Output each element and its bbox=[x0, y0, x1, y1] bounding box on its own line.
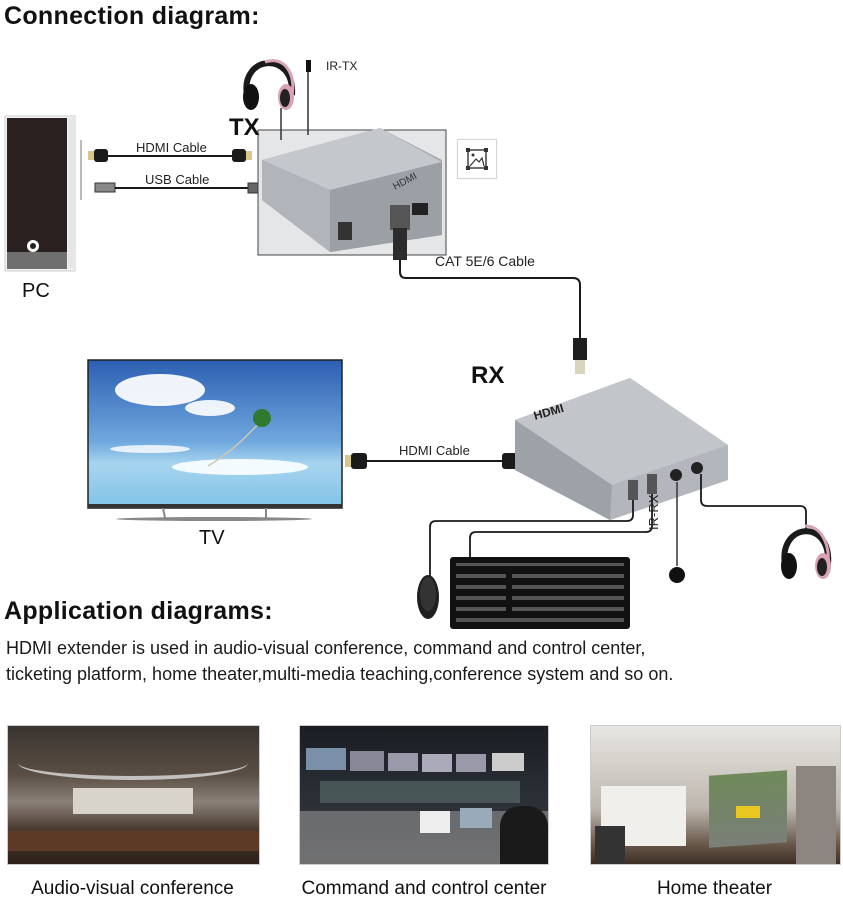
pc-tower bbox=[4, 115, 82, 272]
hdmi-cable-bottom-label: HDMI Cable bbox=[399, 443, 470, 458]
usb-cable-keyboard bbox=[469, 494, 653, 557]
photo-command-control-center bbox=[299, 725, 549, 865]
hdmi-cable-top-label: HDMI Cable bbox=[136, 140, 207, 155]
connection-diagram-canvas: HDMI bbox=[4, 59, 832, 629]
tx-device: HDMI bbox=[262, 128, 442, 252]
ir-rx-label: IR-RX bbox=[646, 494, 661, 530]
caption-command-control-center: Command and control center bbox=[301, 878, 547, 899]
cat-cable bbox=[393, 228, 587, 374]
photo-audio-visual-conference bbox=[7, 725, 260, 865]
ir-tx-sensor bbox=[306, 60, 311, 135]
keyboard bbox=[450, 557, 630, 629]
tx-headphones bbox=[243, 59, 296, 140]
hdmi-cable-pc-tx bbox=[88, 149, 252, 162]
usb-cable-mouse bbox=[429, 500, 634, 578]
description-line-1: HDMI extender is used in audio-visual co… bbox=[6, 638, 646, 658]
rx-label: RX bbox=[471, 362, 505, 389]
ir-rx-sensor bbox=[669, 482, 685, 583]
application-description: HDMI extender is used in audio-visual co… bbox=[6, 635, 673, 687]
rx-headphones bbox=[781, 524, 832, 579]
caption-home-theater: Home theater bbox=[656, 878, 773, 899]
photo-home-theater bbox=[590, 725, 841, 865]
usb-cable-label: USB Cable bbox=[145, 172, 210, 187]
image-placeholder-icon[interactable] bbox=[457, 139, 497, 179]
application-diagrams-title: Application diagrams: bbox=[4, 597, 273, 625]
rx-headphone-cable bbox=[700, 474, 807, 530]
description-line-2: ticketing platform, home theater,multi-m… bbox=[6, 664, 674, 684]
pc-label: PC bbox=[22, 280, 50, 302]
ir-tx-label: IR-TX bbox=[326, 59, 358, 73]
connection-diagram-title: Connection diagram: bbox=[4, 2, 260, 30]
tx-label: TX bbox=[229, 114, 260, 141]
cat-cable-label: CAT 5E/6 Cable bbox=[435, 253, 535, 269]
rx-device: HDMI bbox=[515, 378, 728, 520]
caption-audio-visual-conference: Audio-visual conference bbox=[31, 878, 234, 899]
tv-label: TV bbox=[199, 527, 225, 549]
tv bbox=[87, 359, 343, 521]
mouse bbox=[417, 575, 439, 619]
